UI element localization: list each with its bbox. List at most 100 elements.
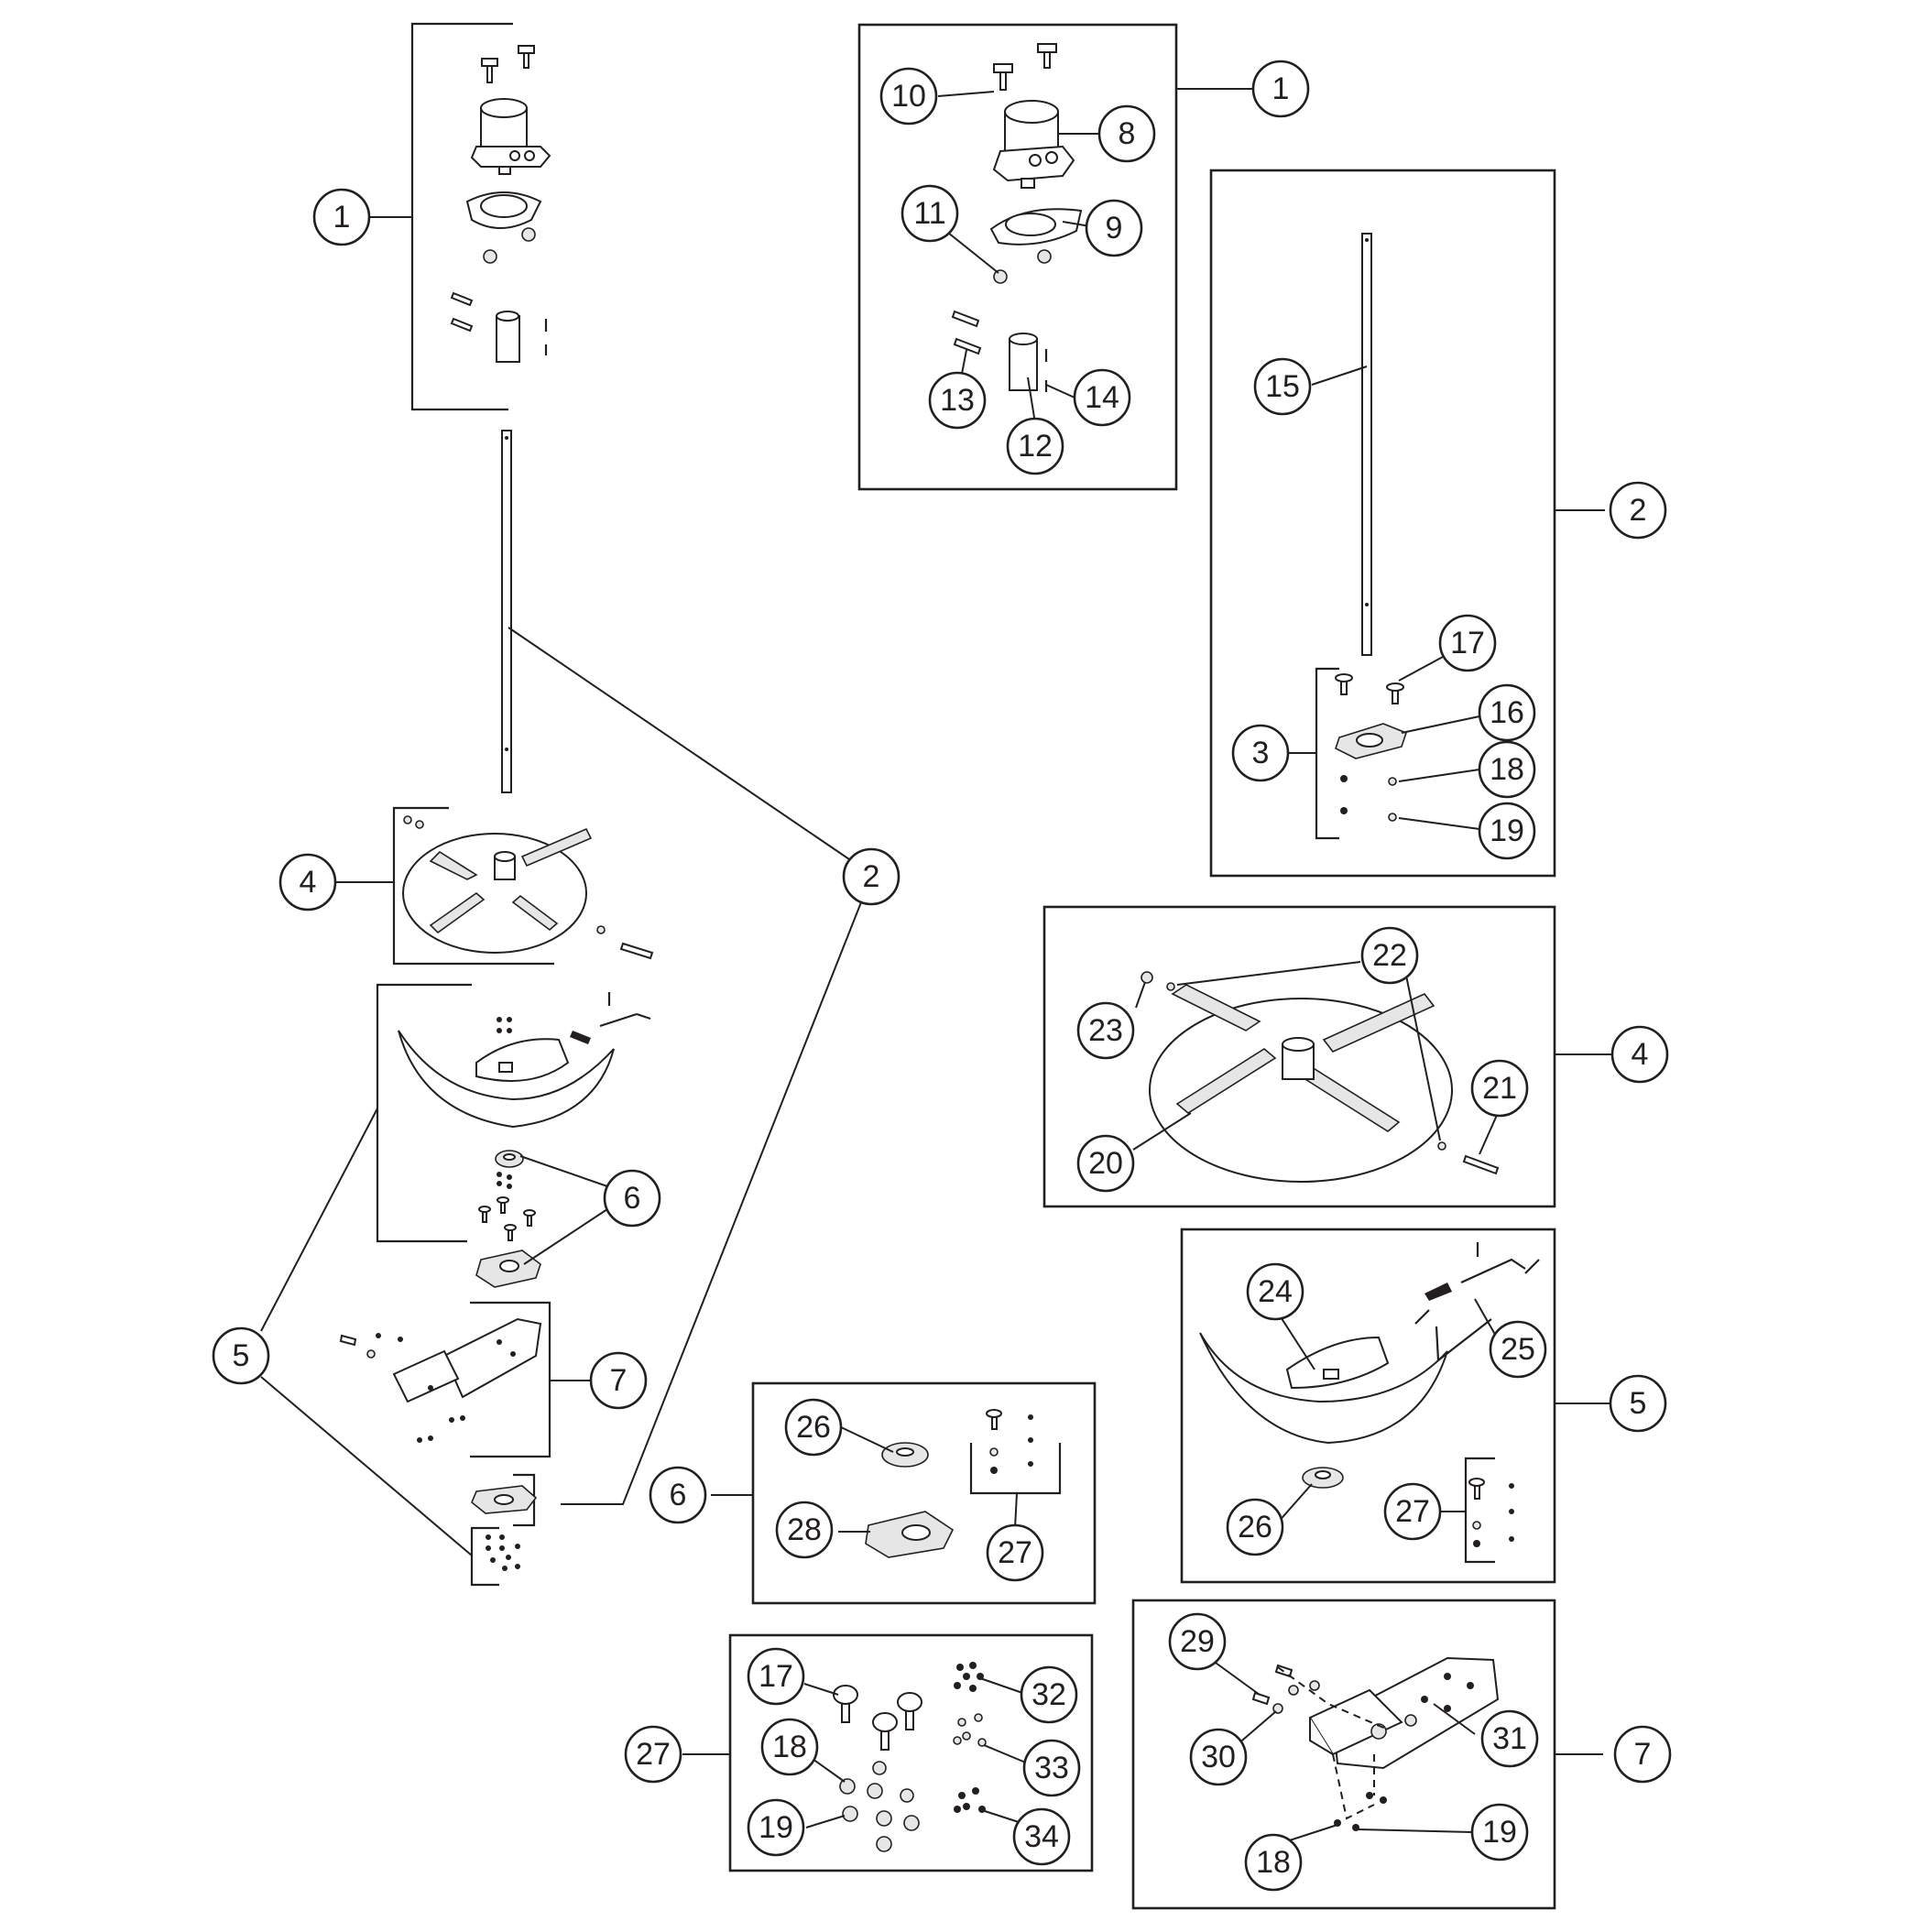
shaft-part: [501, 430, 512, 793]
callout-6[interactable]: 6: [603, 1169, 661, 1228]
callout-7[interactable]: 7: [589, 1351, 648, 1410]
svg-text:20: 20: [1088, 1146, 1123, 1181]
callout-1[interactable]: 1: [1251, 60, 1310, 118]
detail-bolt: [1462, 1154, 1500, 1175]
callout-26[interactable]: 26: [1226, 1498, 1284, 1556]
callout-23[interactable]: 23: [1076, 1001, 1135, 1060]
callout-15[interactable]: 15: [1253, 357, 1312, 416]
callout-5[interactable]: 5: [1609, 1374, 1667, 1433]
washer-part: [403, 815, 412, 824]
detail-shroud-box: [1180, 1228, 1612, 1584]
svg-text:26: 26: [1238, 1510, 1272, 1545]
svg-text:30: 30: [1201, 1740, 1236, 1774]
callout-13[interactable]: 13: [928, 371, 987, 430]
mount-bracket-part: [392, 1317, 542, 1403]
small-bolts-detail: [953, 1662, 987, 1813]
detail-shaft-part: [1361, 233, 1372, 656]
callout-32[interactable]: 32: [1020, 1665, 1078, 1724]
detail-washer: [1166, 982, 1175, 991]
callout-33[interactable]: 33: [1022, 1739, 1081, 1797]
svg-text:27: 27: [636, 1737, 671, 1772]
callout-19[interactable]: 19: [747, 1798, 805, 1857]
leader-line: [561, 901, 862, 1505]
detail-handle: [1424, 1242, 1526, 1301]
detail-shaft-box: [1209, 169, 1605, 878]
callout-1[interactable]: 1: [312, 188, 371, 246]
callout-7[interactable]: 7: [1613, 1725, 1672, 1784]
callout-11[interactable]: 11: [901, 184, 959, 243]
callout-31[interactable]: 31: [1480, 1709, 1539, 1768]
callout-28[interactable]: 28: [775, 1501, 834, 1559]
detail-motor-box: [857, 23, 1260, 491]
svg-text:2: 2: [1630, 493, 1647, 528]
svg-text:1: 1: [333, 200, 351, 235]
svg-text:2: 2: [863, 859, 880, 894]
callout-4[interactable]: 4: [278, 853, 337, 911]
svg-text:25: 25: [1501, 1332, 1535, 1367]
callout-5[interactable]: 5: [212, 1326, 270, 1385]
callout-27[interactable]: 27: [1383, 1482, 1442, 1541]
callout-27[interactable]: 27: [624, 1725, 682, 1784]
detail-washer: [1437, 1141, 1446, 1151]
svg-text:21: 21: [1482, 1071, 1517, 1106]
callout-19[interactable]: 19: [1470, 1803, 1529, 1861]
detail-nut: [1037, 249, 1052, 264]
callout-22[interactable]: 22: [1360, 926, 1419, 985]
callout-20[interactable]: 20: [1076, 1134, 1135, 1193]
bracket-detail-3: [1315, 667, 1339, 840]
detail-flange-bearing: [881, 1442, 929, 1468]
svg-text:6: 6: [670, 1478, 687, 1512]
callout-8[interactable]: 8: [1097, 104, 1156, 163]
svg-text:17: 17: [1450, 626, 1485, 660]
svg-text:6: 6: [624, 1181, 641, 1216]
detail-hardware-27: [1468, 1478, 1514, 1547]
detail-mount-box: [1131, 1599, 1603, 1910]
carriage-bolts-detail: [833, 1685, 922, 1751]
callout-26[interactable]: 26: [784, 1398, 843, 1457]
nut-part: [415, 820, 424, 829]
nut-part: [521, 227, 536, 242]
callout-21[interactable]: 21: [1470, 1059, 1529, 1118]
callout-2[interactable]: 2: [1609, 481, 1667, 540]
callout-25[interactable]: 25: [1489, 1320, 1547, 1379]
svg-text:13: 13: [940, 383, 975, 418]
callout-3[interactable]: 3: [1231, 724, 1290, 782]
callout-18[interactable]: 18: [1478, 740, 1536, 799]
callout-12[interactable]: 12: [1006, 417, 1064, 475]
leader-line: [519, 1155, 608, 1187]
callout-30[interactable]: 30: [1189, 1728, 1248, 1786]
svg-text:27: 27: [998, 1535, 1032, 1570]
callout-4[interactable]: 4: [1610, 1025, 1669, 1084]
detail-hardware-box: [682, 1633, 1094, 1872]
full-assembly: [260, 22, 862, 1587]
callout-29[interactable]: 29: [1168, 1612, 1227, 1671]
svg-text:5: 5: [1630, 1386, 1647, 1421]
detail-mount-fasteners: [1251, 1664, 1387, 1831]
svg-text:18: 18: [1256, 1845, 1291, 1880]
callout-18[interactable]: 18: [1244, 1833, 1303, 1892]
svg-text:32: 32: [1031, 1677, 1066, 1712]
detail-shroud-part: [1199, 1332, 1448, 1445]
svg-text:4: 4: [1632, 1037, 1649, 1072]
callout-19[interactable]: 19: [1478, 802, 1536, 860]
callout-17[interactable]: 17: [1438, 614, 1497, 672]
gasket-part: [465, 191, 542, 229]
callout-2[interactable]: 2: [842, 847, 901, 906]
callout-24[interactable]: 24: [1246, 1262, 1304, 1321]
svg-text:26: 26: [796, 1410, 831, 1445]
callout-14[interactable]: 14: [1073, 368, 1131, 427]
callout-34[interactable]: 34: [1012, 1807, 1071, 1866]
detail-bolts: [993, 43, 1057, 91]
callout-17[interactable]: 17: [747, 1647, 805, 1706]
callout-27[interactable]: 27: [986, 1523, 1044, 1582]
callout-18[interactable]: 18: [760, 1718, 819, 1776]
callout-9[interactable]: 9: [1085, 199, 1143, 257]
svg-text:3: 3: [1252, 736, 1270, 770]
pin-group: [450, 291, 548, 363]
bracket-27-detail: [1464, 1457, 1495, 1564]
callout-6[interactable]: 6: [649, 1466, 707, 1524]
callout-10[interactable]: 10: [879, 67, 938, 126]
callout-16[interactable]: 16: [1478, 683, 1536, 742]
detail-motor-part: [992, 100, 1075, 189]
